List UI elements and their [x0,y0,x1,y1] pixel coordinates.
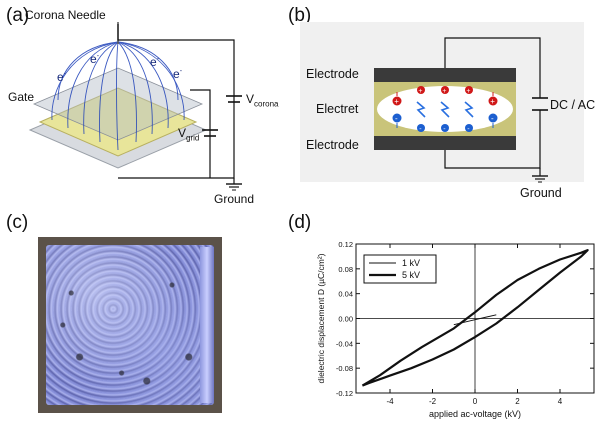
dipole-charges: + - + - + - + - + - [392,86,498,133]
legend-box [363,254,437,284]
svg-text:-: - [419,126,422,133]
x-axis-label: applied ac-voltage (kV) [429,409,521,419]
electron-text-4: e [173,67,180,81]
ground-label-b: Ground [520,186,562,200]
y-tick-label: -0.12 [336,389,353,398]
y-tick-label: -0.08 [336,364,353,373]
photo-defects [46,245,214,405]
electret-label: Electret [316,102,359,116]
y-tick-label: 0.08 [338,265,353,274]
v-corona-label: Vcorona [246,92,278,108]
panel-b-label: (b) [288,5,312,26]
bottom-electrode [374,136,516,150]
gate-mesh [32,67,204,141]
x-tick-label: 0 [473,397,478,406]
x-tick-label: -2 [429,397,437,406]
y-axis-label: dielectric displacement D (µC/cm²) [316,253,326,383]
y-tick-label: 0.00 [338,315,353,324]
corona-field-lines [51,41,185,151]
x-tick-label: 4 [558,397,563,406]
v-corona-sub: corona [254,99,279,109]
panel-c-label: (c) [6,212,29,233]
y-tick-label: -0.04 [336,339,353,348]
electret-sample-photo [38,237,222,413]
x-tick-label: 2 [515,397,520,406]
electron-label-1: e- [57,70,67,84]
svg-text:+: + [490,97,495,106]
y-tick-label: 0.04 [338,290,353,299]
v-grid-sub: grid [186,133,200,143]
v-grid-main: V [178,126,187,140]
svg-text:+: + [394,97,399,106]
panel-a-label: (a) [6,5,30,26]
x-tick-label: -4 [386,397,394,406]
electron-text-3: e [150,55,157,69]
y-tick-label: 0.12 [338,240,353,249]
gate-label: Gate [8,90,35,104]
legend-label: 1 kV [402,258,420,268]
v-corona-main: V [246,92,255,106]
electron-text-2: e [90,52,97,66]
electron-label-2: e- [90,52,100,66]
top-electrode [374,68,516,82]
electret-sample [38,87,198,157]
panel-d-label: (d) [288,212,312,233]
svg-text:-: - [395,114,398,123]
svg-text:+: + [442,88,446,95]
electrode-top-label: Electrode [306,67,359,81]
electron-text-1: e [57,70,64,84]
svg-text:-: - [443,126,446,133]
corona-needle-label: Corona Needle [25,8,106,22]
photo-edge-highlight [200,247,214,403]
dc-ac-label: DC / AC [550,98,596,112]
electron-label-3: e- [150,55,160,69]
svg-text:+: + [418,88,422,95]
svg-text:-: - [467,126,470,133]
svg-text:+: + [466,88,470,95]
series-5-kv [361,249,589,387]
ground-label-a: Ground [214,192,255,206]
svg-text:-: - [491,114,494,123]
electrode-bottom-label: Electrode [306,138,359,152]
legend-label: 5 kV [402,270,420,280]
electron-label-4: e- [173,67,183,81]
v-grid-label: Vgrid [178,126,199,142]
